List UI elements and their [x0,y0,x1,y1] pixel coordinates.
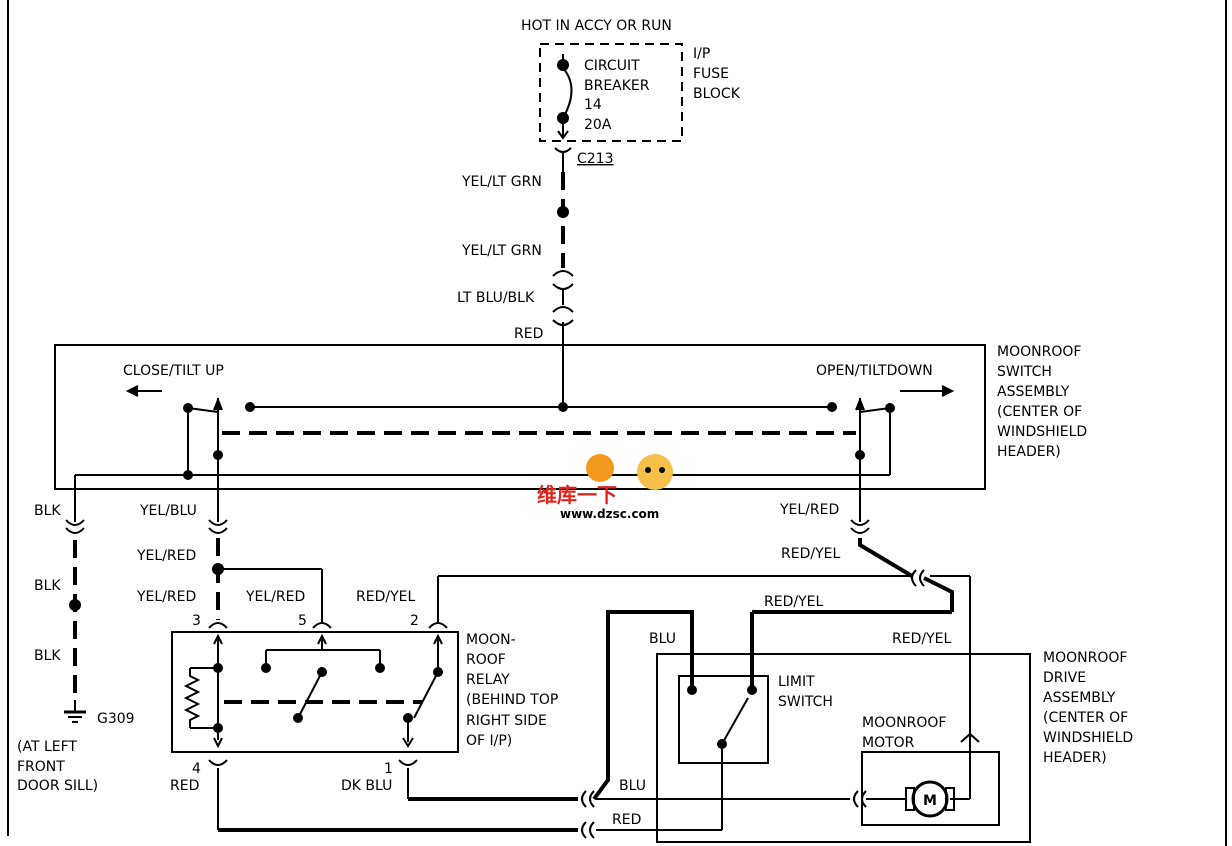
relay-label: RIGHT SIDE [466,713,547,729]
wire-label: RED [612,812,641,828]
drive-assembly-label: ASSEMBLY [1043,690,1116,706]
relay-pin: 1 [384,761,393,777]
ground-location: DOOR SILL) [17,778,98,794]
wire-label: BLK [34,578,61,594]
switch-assembly-label: MOONROOF [997,344,1081,360]
wire-label: RED/YEL [764,594,823,610]
breaker-label-4: 20A [584,117,612,133]
switch-assembly-label: (CENTER OF [997,404,1082,420]
relay-pin: 3 [192,613,201,629]
watermark-url: www.dzsc.com [560,507,659,521]
fuse-block-label-1: I/P [693,46,710,62]
motor-label: MOTOR [862,735,915,751]
ground-location: FRONT [17,759,65,775]
wire-label: RED [170,778,199,794]
drive-assembly-label: (CENTER OF [1043,710,1128,726]
switch-assembly-label: ASSEMBLY [997,384,1070,400]
breaker-label-1: CIRCUIT [584,58,640,74]
labels: HOT IN ACCY OR RUN CIRCUIT BREAKER 14 20… [17,18,1133,828]
ground-location: (AT LEFT [17,739,77,755]
wire-label: YEL/RED [779,502,839,518]
relay-label: OF I/P) [466,733,512,749]
close-tilt-label: CLOSE/TILT UP [123,363,224,379]
relay-label: (BEHIND TOP [466,692,558,708]
breaker-label-3: 14 [584,97,602,113]
relay-label: ROOF [466,652,506,668]
switch-assembly-label: WINDSHIELD [997,424,1087,440]
drive-assembly-label: HEADER) [1043,750,1107,766]
open-tilt-label: OPEN/TILTDOWN [816,363,933,379]
wire-label: YEL/RED [136,589,196,605]
hot-in-label: HOT IN ACCY OR RUN [521,18,672,34]
wire-label: DK BLU [341,778,392,794]
wire-label: RED/YEL [892,631,951,647]
wire-label: BLK [34,503,61,519]
watermark-cn: 维库一下 [537,483,617,507]
wire-label: YEL/RED [136,548,196,564]
wire-label: BLK [34,648,61,664]
relay-label: RELAY [466,672,510,688]
relay-pin: 2 [410,613,419,629]
wire-label: YEL/RED [245,589,305,605]
junction-dots [69,59,895,749]
relay-label: MOON- [466,632,516,648]
limit-switch-label: SWITCH [778,694,833,710]
relay-pin: 5 [298,613,307,629]
wire-label: RED [514,326,543,342]
relay-pin: 4 [192,761,201,777]
wire-label: RED/YEL [356,589,415,605]
watermark: 维库一下 www.dzsc.com [537,454,673,521]
wire-label: YEL/LT GRN [461,174,542,190]
wire-label: YEL/BLU [139,503,197,519]
switch-assembly-label: SWITCH [997,364,1052,380]
connector-c213: C213 [577,151,614,167]
fuse-block-label-3: BLOCK [693,86,741,102]
wire-label: BLU [619,778,646,794]
drive-assembly-label: MOONROOF [1043,650,1127,666]
wires [7,0,1227,846]
wire-label: YEL/LT GRN [461,243,542,259]
wire-label: RED/YEL [781,546,840,562]
fuse-block-label-2: FUSE [693,66,729,82]
ground-g309: G309 [97,711,135,727]
breaker-label-2: BREAKER [584,78,650,94]
wire-label: LT BLU/BLK [457,290,535,306]
motor-label: MOONROOF [862,715,946,731]
drive-assembly-label: DRIVE [1043,670,1086,686]
limit-switch-label: LIMIT [778,674,815,690]
motor-m-symbol: M [923,793,937,809]
drive-assembly-label: WINDSHIELD [1043,730,1133,746]
wire-label: BLU [649,631,676,647]
switch-assembly-label: HEADER) [997,444,1061,460]
